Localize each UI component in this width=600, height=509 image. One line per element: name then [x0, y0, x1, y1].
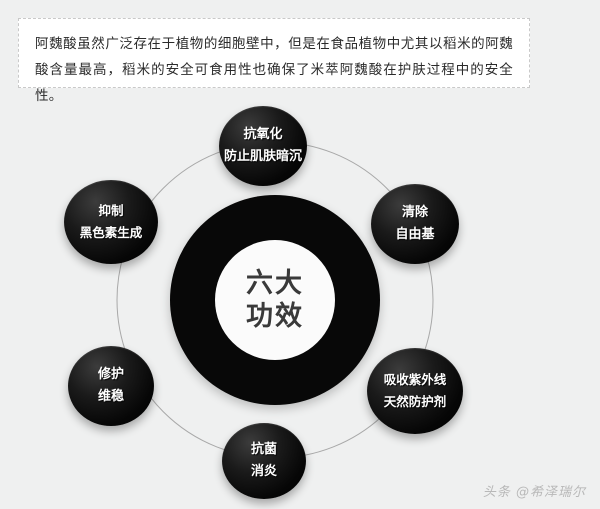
effect-line-1: 抑制	[98, 203, 124, 218]
center-ring: 六大 功效	[170, 195, 380, 405]
effect-bubble-right-top[interactable]: 清除 自由基	[371, 184, 459, 264]
effect-bubble-right-bottom[interactable]: 吸收紫外线 天然防护剂	[367, 348, 463, 434]
effect-bubble-left-bottom[interactable]: 修护 维稳	[68, 346, 154, 426]
effect-line-2: 维稳	[97, 389, 124, 404]
effect-line-1: 抗菌	[250, 442, 277, 457]
effect-line-2: 消炎	[250, 464, 277, 479]
effect-bubble-left-top[interactable]: 抑制 黑色素生成	[64, 180, 158, 264]
effect-line-2: 黑色素生成	[79, 225, 143, 240]
watermark: 头条 @希泽瑞尔	[482, 485, 586, 500]
effect-bubble-bottom[interactable]: 抗菌 消炎	[222, 423, 306, 499]
effect-line-1: 抗氧化	[243, 127, 283, 142]
effect-bubble-top[interactable]: 抗氧化 防止肌肤暗沉	[219, 106, 307, 186]
center-line-1: 六大	[246, 268, 304, 299]
intro-text-box: 阿魏酸虽然广泛存在于植物的细胞壁中，但是在食品植物中尤其以稻米的阿魏酸含量最高，…	[18, 18, 530, 104]
intro-paragraph: 阿魏酸虽然广泛存在于植物的细胞壁中，但是在食品植物中尤其以稻米的阿魏酸含量最高，…	[35, 36, 513, 104]
center-line-2: 功效	[246, 301, 304, 332]
effect-line-1: 清除	[401, 205, 428, 220]
effect-line-2: 防止肌肤暗沉	[223, 149, 302, 164]
effect-line-1: 吸收紫外线	[383, 372, 447, 387]
effect-line-2: 自由基	[395, 227, 435, 242]
six-effects-diagram: 六大 功效 抗氧化 防止肌肤暗沉 清除 自由基 吸收紫外线 天然防护剂 抗菌 消…	[0, 92, 600, 509]
center-label: 六大 功效	[215, 240, 335, 360]
effect-line-2: 天然防护剂	[383, 394, 447, 409]
effect-line-1: 修护	[97, 367, 124, 382]
